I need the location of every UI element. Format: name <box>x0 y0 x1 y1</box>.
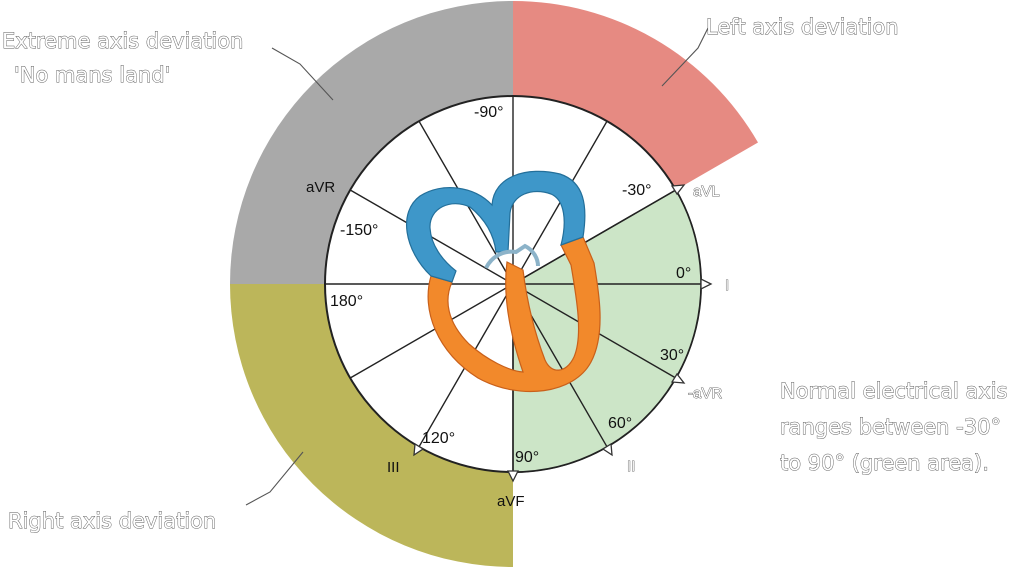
angle-minus90: -90° <box>474 104 504 121</box>
angle-zero: 0° <box>676 265 691 282</box>
arrow-lead-aVF <box>506 470 520 483</box>
lead-label-aVL: aVL <box>693 183 720 200</box>
lead-label-I: I <box>725 277 729 294</box>
lead-label-aVR: aVR <box>306 179 335 196</box>
leader-lines <box>245 27 709 506</box>
right-leader-line <box>245 451 304 506</box>
left-leader-line <box>661 27 709 87</box>
angle-ninety: 90° <box>515 449 539 466</box>
arrow-lead-I <box>700 277 713 291</box>
extreme-label-line2: 'No mans land' <box>14 63 170 87</box>
angle-minus30: -30° <box>622 182 652 199</box>
angle-onetwenty: 120° <box>422 430 455 447</box>
angle-oneeighty: 180° <box>330 293 363 310</box>
arrow-lead-minus-aVR <box>670 372 686 384</box>
heart-ventricles <box>427 236 601 393</box>
heart-atria <box>406 170 586 283</box>
normal-label-line1: Normal electrical axis <box>780 379 1008 403</box>
normal-label-line3: to 90° (green area). <box>780 451 989 475</box>
lead-arrowheads <box>413 184 713 483</box>
angle-sixty: 60° <box>608 415 632 432</box>
arrow-lead-aVL <box>670 184 686 196</box>
lead-label-aVF: aVF <box>497 493 525 510</box>
right-label: Right axis deviation <box>8 509 216 533</box>
extreme-leader-line <box>271 47 334 101</box>
arrow-lead-II <box>601 442 613 457</box>
angle-thirty: 30° <box>660 347 684 364</box>
extreme-label-line1: Extreme axis deviation <box>2 29 243 53</box>
heart-illustration <box>406 170 601 393</box>
angle-minus150: -150° <box>340 222 378 239</box>
lead-label-II: II <box>627 458 635 475</box>
heart-valves <box>484 243 540 269</box>
lead-label-III: III <box>387 459 400 476</box>
arrow-lead-III <box>413 442 425 457</box>
lead-label-minus-aVR: -aVR <box>688 385 722 402</box>
normal-label-line2: ranges between -30° <box>780 415 1001 439</box>
left-label: Left axis deviation <box>706 15 899 39</box>
